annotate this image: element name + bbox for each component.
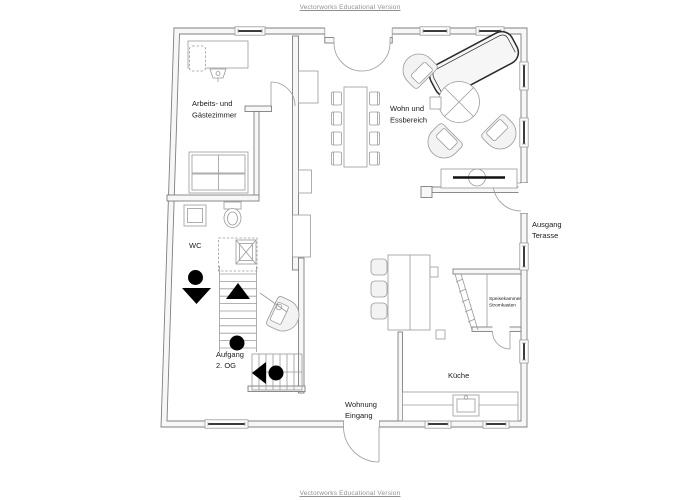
window-symbol	[519, 242, 529, 271]
wc-label: WC	[189, 241, 202, 250]
desk-chair	[189, 45, 206, 72]
side-table	[429, 96, 442, 110]
window-symbol	[519, 61, 529, 91]
duct-chimney	[292, 214, 311, 258]
pantry-room	[452, 268, 522, 350]
terrace-label-line2: Terasse	[532, 231, 558, 240]
shower	[218, 237, 258, 272]
window-symbol	[475, 26, 505, 36]
interior-walls	[166, 35, 522, 422]
kitchen-label: Küche	[448, 371, 469, 380]
window-symbol	[519, 339, 529, 364]
entrance-label-line2: Eingang	[345, 411, 373, 420]
hall-armchair	[266, 296, 300, 332]
window-symbol	[519, 117, 529, 148]
kitchen-sink	[452, 394, 480, 417]
entrance-door-swing	[343, 420, 380, 463]
study-room	[187, 40, 249, 194]
entrance-label-line1: Wohnung	[345, 400, 377, 409]
windows	[204, 26, 529, 429]
pantry-door-swing	[492, 331, 511, 350]
double-door-swing	[333, 36, 391, 72]
wc-room	[183, 201, 258, 272]
stair-turn-arrow-icon	[252, 362, 266, 384]
study-label-line1: Arbeits- und	[192, 99, 232, 108]
stair-up-arrow-icon	[226, 283, 250, 299]
pantry-label-line2: Stromkasten	[489, 303, 516, 309]
terrace-label-line1: Ausgang	[532, 220, 562, 229]
armchair	[427, 123, 463, 159]
kitchen-island	[387, 254, 439, 331]
pantry-label-line1: Speisekammer	[489, 296, 521, 302]
wash-basin	[183, 204, 207, 227]
window-symbol	[419, 26, 451, 36]
window-symbol	[204, 419, 249, 429]
sofa-bed	[188, 151, 249, 194]
kitchen-counter	[402, 391, 519, 422]
bar-stool	[370, 302, 388, 320]
living-label-line1: Wohn und	[390, 104, 424, 113]
vectorworks-watermark-bottom: Vectorworks Educational Version	[299, 490, 401, 497]
stair-landing-icon	[268, 365, 284, 381]
sofa	[428, 30, 520, 98]
stair-landing-icon	[229, 335, 245, 351]
leader-line	[259, 292, 288, 313]
stairs-label-line1: Aufgang	[216, 350, 244, 359]
desk-lamp	[209, 68, 227, 82]
dining-set	[331, 86, 380, 168]
staircase	[182, 266, 303, 391]
toilet	[223, 201, 242, 228]
room-labels: Arbeits- und Gästezimmer Wohn und Essber…	[189, 99, 562, 420]
hall-cabinet	[298, 70, 319, 104]
armchair	[481, 114, 517, 150]
vectorworks-watermark-top: Vectorworks Educational Version	[299, 4, 401, 11]
study-door-swing	[270, 81, 296, 107]
study-label-line2: Gästezimmer	[192, 111, 237, 120]
stair-down-arrow-icon	[182, 288, 211, 304]
stair-landing-icon	[188, 270, 203, 285]
living-label-line2: Essbereich	[390, 116, 427, 125]
window-symbol	[234, 26, 266, 36]
tv-sideboard	[440, 168, 518, 189]
bar-stool	[370, 258, 388, 276]
floor-outlet	[435, 329, 446, 340]
stairs-upper-flight	[219, 266, 257, 352]
outer-walls	[160, 27, 528, 428]
bar-stool	[370, 280, 388, 298]
stairs-label-line2: 2. OG	[216, 361, 236, 370]
dining-table	[343, 86, 368, 168]
kitchen-room	[370, 254, 519, 422]
radiator	[298, 169, 312, 194]
coffee-table	[429, 81, 480, 123]
armchair	[402, 53, 438, 89]
doors	[270, 36, 528, 463]
